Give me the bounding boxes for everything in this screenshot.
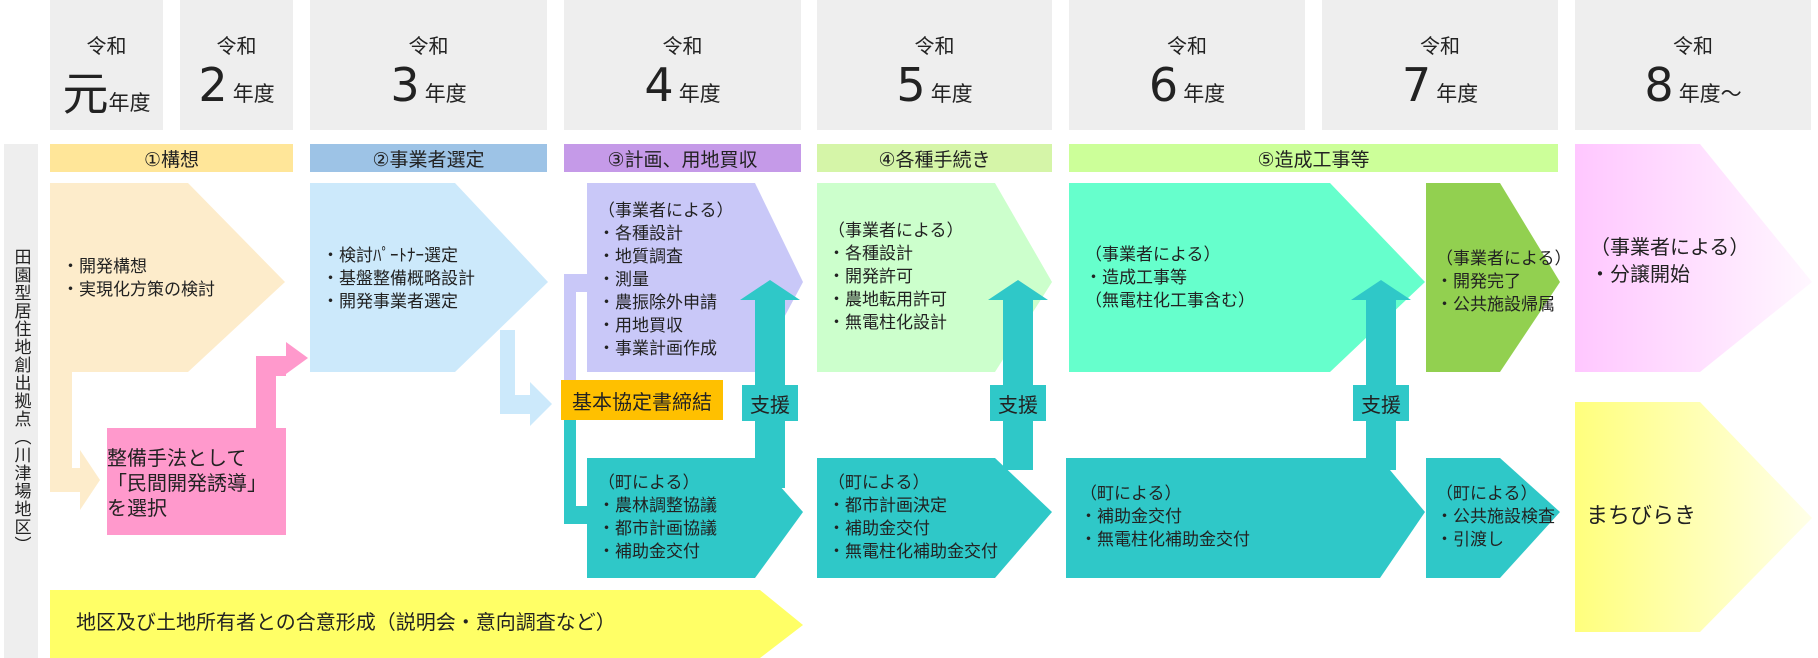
method-up-connector — [256, 342, 308, 428]
year-number: 4 — [644, 58, 674, 112]
y4-business-arrow-shape — [587, 183, 803, 372]
y6-business-text: （事業者による） ・造成工事等 （無電柱化工事含む） — [1085, 245, 1255, 311]
selection-arrow-shape — [310, 183, 548, 372]
year-number: 元 — [62, 67, 109, 121]
phase-4-bar: ④各種手続き — [817, 144, 1052, 172]
y4-support-arrow-shape — [740, 280, 800, 488]
phase-1-bar: ①構想 — [50, 144, 293, 172]
selection-text: ・検討ﾊﾟｰﾄﾅｰ選定 ・基盤整備概略設計 ・開発事業者選定 — [322, 246, 475, 312]
year-era: 令和 — [408, 34, 449, 58]
y6-support-arrow-shape — [1351, 280, 1411, 470]
y8-business-arrow-shape — [1575, 144, 1812, 372]
y7-town-arrow-shape — [1426, 458, 1560, 578]
y5-business-arrow-shape — [817, 183, 1052, 372]
year-unit: 年度 — [1436, 82, 1479, 106]
year-header-2: 令和 2 年度 — [180, 0, 293, 130]
year-number: 3 — [390, 58, 420, 112]
machibiraki-text: まちびらき — [1586, 504, 1697, 529]
year-number: 6 — [1148, 58, 1179, 112]
y6-town-arrow-shape — [1066, 458, 1425, 578]
y4-support-label: 支援 — [742, 385, 798, 421]
consensus-arrow-shape — [50, 590, 803, 658]
year-era: 令和 — [1167, 34, 1207, 58]
machibiraki-arrow-shape — [1575, 402, 1812, 632]
y5-support-label: 支援 — [990, 385, 1046, 421]
concept-text: ・開発構想 ・実現化方策の検討 — [62, 257, 215, 300]
year-era: 令和 — [86, 34, 127, 58]
year-unit: 年度 — [108, 91, 151, 115]
y4-town-text: （町による） ・農林調整協議 ・都市計画協議 ・補助金交付 — [598, 473, 717, 562]
y6-support-label: 支援 — [1353, 385, 1409, 421]
year-unit: 年度 — [678, 82, 721, 106]
y5-business-text: （事業者による） ・各種設計 ・開発許可 ・農地転用許可 ・無電柱化設計 — [828, 221, 964, 333]
year-header-7: 令和 7 年度 — [1322, 0, 1558, 130]
phase-3-bar: ③計画、用地買収 — [564, 144, 801, 172]
year-number: 8 — [1644, 58, 1674, 112]
year-era: 令和 — [1673, 34, 1713, 58]
year-era: 令和 — [1420, 34, 1460, 58]
year-number: 2 — [198, 58, 228, 112]
y5-town-arrow-shape — [817, 458, 1052, 578]
year-unit: 年度 — [424, 82, 467, 106]
year-number: 5 — [896, 58, 926, 112]
year-header-1: 令和 元年度 — [50, 0, 163, 130]
year-header-8: 令和 8 年度～ — [1575, 0, 1811, 130]
basic-agreement-label: 基本協定書締結 — [561, 380, 723, 420]
year-number: 7 — [1401, 58, 1432, 112]
method-box-shape — [107, 428, 286, 535]
consensus-text: 地区及び土地所有者との合意形成（説明会・意向調査など） — [76, 610, 616, 634]
year-header-3: 令和 3 年度 — [310, 0, 547, 130]
project-side-label: 田園型居住地創出拠点（川津場地区） — [4, 144, 38, 658]
year-unit: 年度 — [232, 82, 275, 106]
year-unit: 年度 — [1183, 82, 1226, 106]
year-header-5: 令和 5 年度 — [817, 0, 1052, 130]
phase-2-bar: ②事業者選定 — [310, 144, 547, 172]
year-era: 令和 — [216, 34, 257, 58]
y4-town-left-connector — [564, 420, 587, 524]
y7-business-arrow-shape — [1426, 183, 1560, 372]
year-era: 令和 — [662, 34, 703, 58]
y4-left-connector — [564, 274, 587, 380]
y6-town-text: （町による） ・補助金交付 ・無電柱化補助金交付 — [1080, 484, 1250, 550]
y4-business-text: （事業者による） ・各種設計 ・地質調査 ・測量 ・農振除外申請 ・用地買収 ・… — [598, 201, 734, 359]
phase-5-bar: ⑤造成工事等 — [1069, 144, 1558, 172]
selection-down-connector — [500, 330, 552, 426]
y4-town-arrow-shape — [587, 458, 803, 578]
year-header-4: 令和 4 年度 — [564, 0, 801, 130]
y5-support-arrow-shape — [988, 280, 1048, 470]
y7-business-text: （事業者による） ・開発完了 ・公共施設帰属 — [1436, 249, 1572, 315]
side-label-text: 田園型居住地創出拠点（川津場地区） — [10, 248, 31, 554]
y6-business-arrow-shape — [1069, 183, 1425, 372]
year-unit: 年度～ — [1678, 82, 1742, 106]
method-text: 整備手法として 「民間開発誘導」 を選択 — [107, 446, 267, 520]
year-era: 令和 — [914, 34, 955, 58]
concept-arrow-shape — [50, 183, 285, 372]
y5-town-text: （町による） ・都市計画決定 ・補助金交付 ・無電柱化補助金交付 — [828, 473, 998, 562]
year-unit: 年度 — [930, 82, 973, 106]
y8-business-text: （事業者による） ・分譲開始 — [1590, 235, 1750, 286]
y7-town-text: （町による） ・公共施設検査 ・引渡し — [1436, 484, 1555, 550]
year-header-6: 令和 6 年度 — [1069, 0, 1305, 130]
concept-down-connector — [50, 372, 100, 510]
